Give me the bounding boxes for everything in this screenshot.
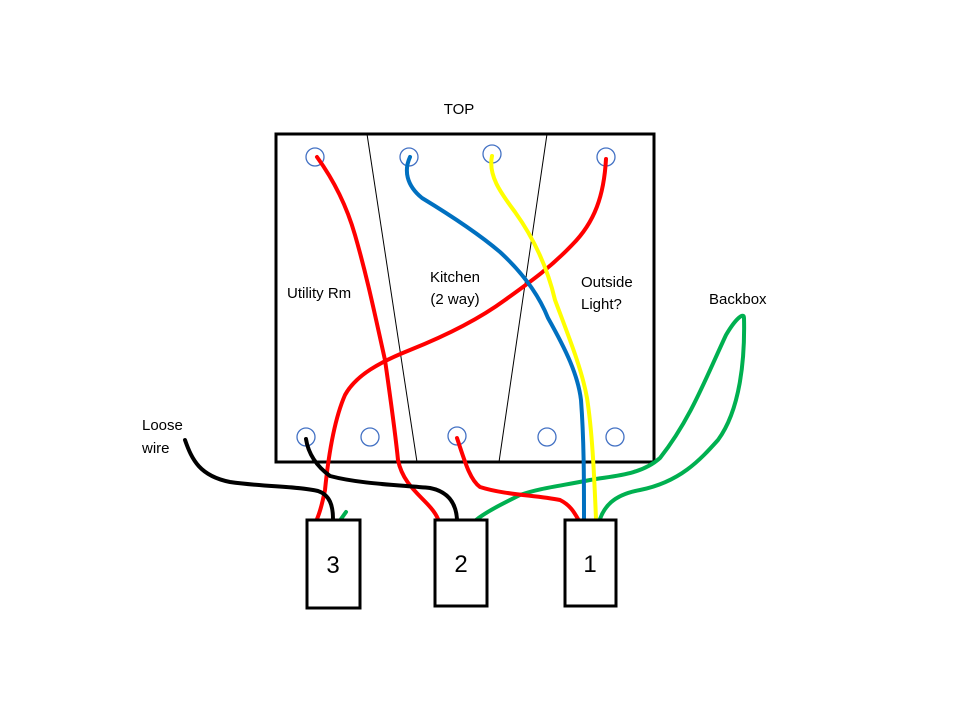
label-outside-line2: Light? [581, 296, 622, 313]
label-loose-line1: Loose [142, 417, 183, 434]
wire-blue-kitchen-top-to-box1 [404, 155, 586, 521]
terminal-box-3-label: 3 [326, 552, 339, 579]
label-outside-line1: Outside [581, 274, 633, 291]
terminal-box-1: 1 [563, 518, 618, 608]
label-top: TOP [444, 101, 475, 118]
wire-yellow-kitchen-top-to-box1 [489, 154, 598, 521]
wire-green-stub-box3 [339, 510, 348, 521]
wire-green-backbox-box1 [474, 313, 747, 522]
wire-black-loose-to-box3 [183, 438, 335, 521]
wire-red-kitchen-bottom-to-box1 [455, 436, 580, 521]
terminal-bottom-2 [360, 427, 380, 447]
terminal-box-3: 3 [305, 518, 362, 610]
label-utility-room: Utility Rm [287, 285, 351, 302]
divider-line-left [366, 133, 418, 463]
terminal-bottom-5 [605, 427, 625, 447]
divider-line-right [498, 133, 548, 463]
wire-black-utility-bottom-to-box2 [304, 437, 459, 521]
wire-red-outside-top-to-box3 [315, 157, 608, 521]
label-kitchen-line1: Kitchen [430, 269, 480, 286]
terminal-bottom-4 [537, 427, 557, 447]
terminal-box-2: 2 [433, 518, 489, 608]
label-backbox: Backbox [709, 291, 767, 308]
terminal-box-2-label: 2 [454, 551, 467, 578]
label-loose-line2: wire [141, 440, 170, 457]
label-kitchen-line2: (2 way) [430, 291, 479, 308]
terminal-box-1-label: 1 [583, 551, 596, 578]
